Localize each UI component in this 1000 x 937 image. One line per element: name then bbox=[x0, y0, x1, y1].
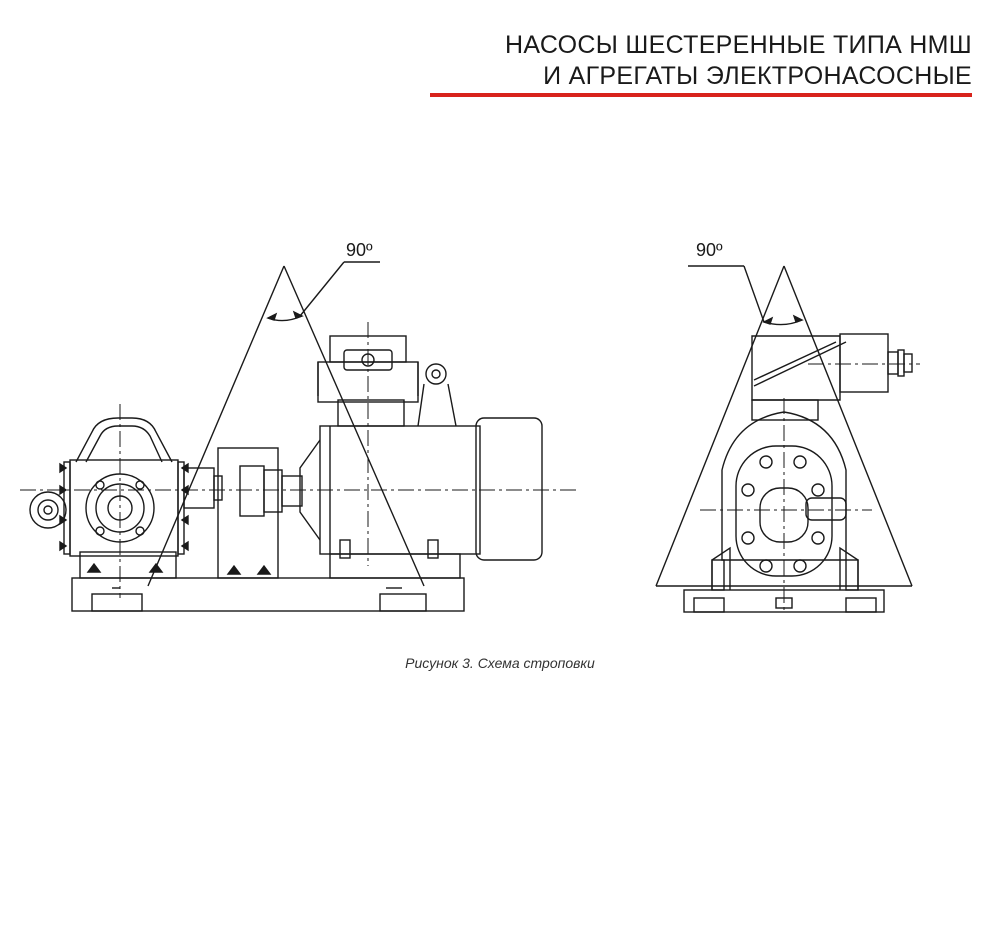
side-coupling-guard bbox=[217, 447, 279, 579]
centre-lines bbox=[20, 322, 920, 612]
side-angle-label: 90º bbox=[346, 240, 373, 260]
front-sling-lines bbox=[655, 265, 913, 587]
side-view-unit bbox=[29, 335, 543, 612]
header-accent-rule bbox=[430, 93, 972, 97]
front-terminal-box bbox=[751, 335, 841, 401]
front-view-unit bbox=[683, 333, 913, 613]
side-sling-lines bbox=[147, 261, 425, 587]
front-angle-label: 90º bbox=[696, 240, 723, 260]
document-header: НАСОСЫ ШЕСТЕРЕННЫЕ ТИПА НМШ И АГРЕГАТЫ Э… bbox=[505, 30, 972, 92]
figure-caption: Рисунок 3. Схема строповки bbox=[405, 655, 595, 671]
header-title-line-2: И АГРЕГАТЫ ЭЛЕКТРОНАСОСНЫЕ bbox=[543, 62, 972, 90]
header-title-line-1: НАСОСЫ ШЕСТЕРЕННЫЕ ТИПА НМШ bbox=[505, 31, 972, 59]
